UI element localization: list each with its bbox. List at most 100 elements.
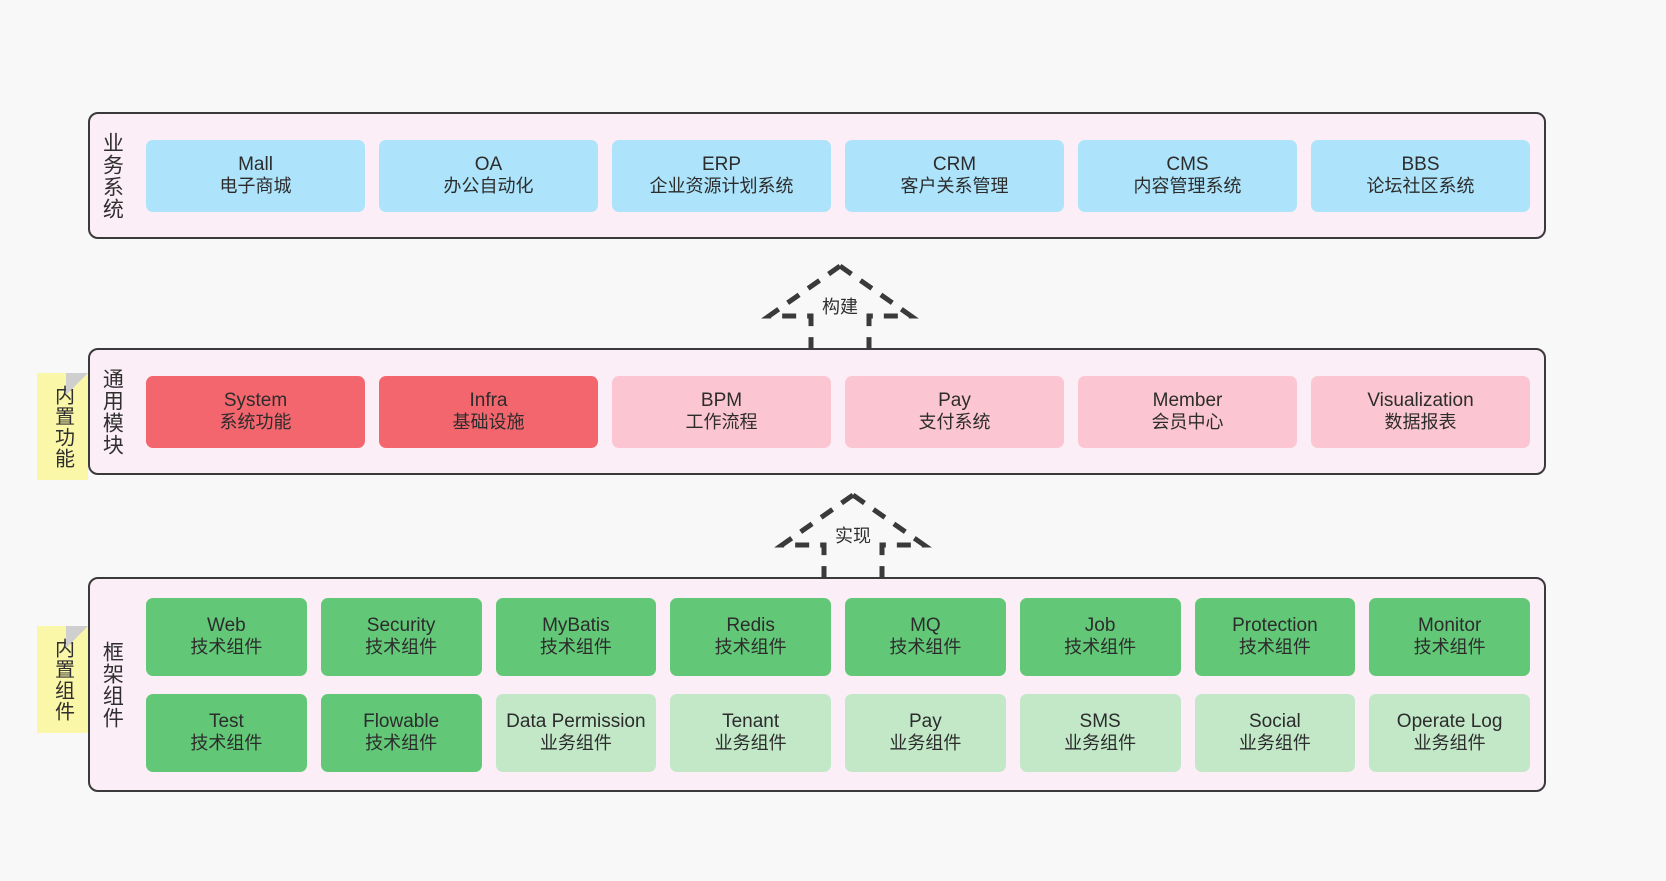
- component-box-protection[interactable]: Protection 技术组件: [1194, 597, 1356, 676]
- layer-body-common: System 系统功能 Infra 基础设施 BPM 工作流程 Pay 支付系统…: [132, 350, 1544, 473]
- module-name-cn: 工作流程: [685, 412, 758, 433]
- module-name-cn: 内容管理系统: [1133, 176, 1242, 197]
- component-type-cn: 业务组件: [1064, 733, 1137, 754]
- component-type-cn: 技术组件: [889, 637, 962, 658]
- component-box-flowable[interactable]: Flowable 技术组件: [320, 693, 482, 772]
- module-name-cn: 支付系统: [918, 412, 991, 433]
- layer-title-business: 业务系统: [100, 131, 124, 220]
- component-name-en: Monitor: [1417, 614, 1482, 636]
- arrow-build: 构建: [755, 260, 925, 350]
- module-box-pay[interactable]: Pay 支付系统: [845, 375, 1064, 448]
- module-name-cn: 系统功能: [219, 412, 292, 433]
- component-box-mq[interactable]: MQ 技术组件: [845, 597, 1006, 676]
- module-name-en: BBS: [1401, 153, 1440, 175]
- module-box-member[interactable]: Member 会员中心: [1078, 375, 1297, 448]
- component-name-en: Pay: [909, 710, 942, 732]
- layer-row-business-component: Test 技术组件 Flowable 技术组件 Data Permission …: [146, 693, 1530, 772]
- component-box-social[interactable]: Social 业务组件: [1194, 693, 1356, 772]
- layer-body-framework: Web 技术组件 Security 技术组件 MyBatis 技术组件 Redi…: [132, 579, 1544, 790]
- module-name-en: Mall: [238, 153, 273, 175]
- component-name-en: Flowable: [363, 710, 440, 732]
- component-name-en: Security: [366, 614, 436, 636]
- module-name-cn: 基础设施: [452, 412, 525, 433]
- module-name-en: Pay: [938, 389, 971, 411]
- component-type-cn: 业务组件: [1413, 733, 1486, 754]
- component-name-en: Test: [208, 710, 244, 732]
- layer-row: System 系统功能 Infra 基础设施 BPM 工作流程 Pay 支付系统…: [146, 375, 1530, 448]
- layer-body-business: Mall 电子商城 OA 办公自动化 ERP 企业资源计划系统 CRM 客户关系…: [132, 114, 1544, 237]
- component-name-en: MyBatis: [542, 614, 610, 636]
- module-box-crm[interactable]: CRM 客户关系管理: [845, 139, 1064, 212]
- module-box-infra[interactable]: Infra 基础设施: [379, 375, 598, 448]
- component-box-test[interactable]: Test 技术组件: [146, 693, 307, 772]
- module-name-cn: 电子商城: [219, 176, 292, 197]
- component-name-en: SMS: [1079, 710, 1121, 732]
- arrow-implement-label: 实现: [835, 526, 871, 546]
- arrow-implement: 实现: [768, 489, 938, 579]
- component-type-cn: 技术组件: [1238, 637, 1311, 658]
- module-box-cms[interactable]: CMS 内容管理系统: [1078, 139, 1297, 212]
- module-box-erp[interactable]: ERP 企业资源计划系统: [612, 139, 831, 212]
- component-name-en: MQ: [910, 614, 941, 636]
- module-box-mall[interactable]: Mall 电子商城: [146, 139, 365, 212]
- arrow-build-label: 构建: [822, 297, 858, 317]
- component-name-en: Data Permission: [506, 710, 646, 732]
- layer-common-module: 通用模块 System 系统功能 Infra 基础设施 BPM 工作流程 Pay…: [88, 348, 1546, 475]
- component-box-job[interactable]: Job 技术组件: [1019, 597, 1181, 676]
- module-name-en: ERP: [701, 153, 742, 175]
- note-built-in-components: 内置组件: [37, 626, 88, 733]
- layer-framework-component: 框架组件 Web 技术组件 Security 技术组件 MyBatis 技术组件…: [88, 577, 1546, 792]
- component-box-redis[interactable]: Redis 技术组件: [670, 597, 831, 676]
- note-built-in-features: 内置功能: [37, 373, 88, 480]
- component-name-en: Protection: [1232, 614, 1318, 636]
- arrow-build-path: [761, 263, 919, 350]
- module-name-cn: 企业资源计划系统: [649, 176, 794, 197]
- component-type-cn: 技术组件: [1064, 637, 1137, 658]
- component-type-cn: 技术组件: [714, 637, 787, 658]
- component-box-operate-log[interactable]: Operate Log 业务组件: [1369, 693, 1530, 772]
- note-text: 内置组件: [51, 637, 74, 722]
- module-name-cn: 办公自动化: [443, 176, 534, 197]
- component-type-cn: 业务组件: [714, 733, 787, 754]
- module-box-bpm[interactable]: BPM 工作流程: [612, 375, 831, 448]
- component-name-en: Operate Log: [1396, 710, 1503, 732]
- component-name-en: Web: [207, 614, 246, 636]
- module-box-oa[interactable]: OA 办公自动化: [379, 139, 598, 212]
- module-box-system[interactable]: System 系统功能: [146, 375, 365, 448]
- component-box-data-permission[interactable]: Data Permission 业务组件: [495, 693, 657, 772]
- component-name-en: Redis: [726, 614, 775, 636]
- note-text: 内置功能: [51, 384, 74, 469]
- component-type-cn: 技术组件: [190, 733, 263, 754]
- layer-row-technical: Web 技术组件 Security 技术组件 MyBatis 技术组件 Redi…: [146, 597, 1530, 676]
- module-name-en: OA: [474, 153, 503, 175]
- module-name-cn: 会员中心: [1151, 412, 1224, 433]
- component-box-monitor[interactable]: Monitor 技术组件: [1369, 597, 1530, 676]
- module-name-en: BPM: [700, 389, 743, 411]
- component-type-cn: 业务组件: [889, 733, 962, 754]
- component-name-en: Social: [1249, 710, 1301, 732]
- module-name-cn: 客户关系管理: [900, 176, 1009, 197]
- module-box-bbs[interactable]: BBS 论坛社区系统: [1311, 139, 1530, 212]
- component-box-mybatis[interactable]: MyBatis 技术组件: [495, 597, 657, 676]
- component-name-en: Job: [1084, 614, 1116, 636]
- component-box-web[interactable]: Web 技术组件: [146, 597, 307, 676]
- module-name-en: Visualization: [1367, 389, 1474, 411]
- component-box-sms[interactable]: SMS 业务组件: [1019, 693, 1181, 772]
- module-box-visualization[interactable]: Visualization 数据报表: [1311, 375, 1530, 448]
- component-type-cn: 技术组件: [1413, 637, 1486, 658]
- module-name-cn: 论坛社区系统: [1366, 176, 1475, 197]
- module-name-en: CMS: [1166, 153, 1209, 175]
- module-name-en: CRM: [932, 153, 977, 175]
- component-type-cn: 技术组件: [190, 637, 263, 658]
- component-type-cn: 业务组件: [539, 733, 612, 754]
- component-box-tenant[interactable]: Tenant 业务组件: [670, 693, 831, 772]
- layer-title-framework: 框架组件: [100, 640, 124, 729]
- component-box-security[interactable]: Security 技术组件: [320, 597, 482, 676]
- component-box-pay[interactable]: Pay 业务组件: [845, 693, 1006, 772]
- module-name-en: System: [223, 389, 288, 411]
- component-type-cn: 业务组件: [1238, 733, 1311, 754]
- arrow-implement-path: [774, 492, 932, 579]
- module-name-cn: 数据报表: [1384, 412, 1457, 433]
- component-name-en: Tenant: [722, 710, 780, 732]
